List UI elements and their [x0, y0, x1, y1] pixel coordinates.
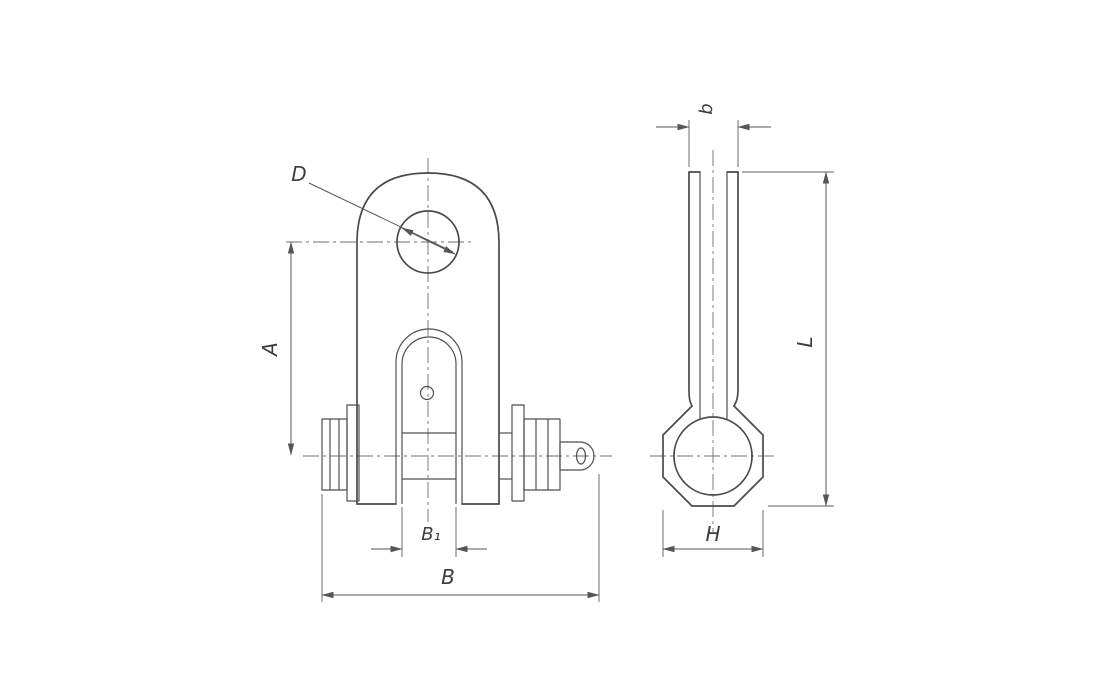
dimension-slot-width: B₁	[371, 507, 487, 557]
dimension-strap-width: b	[656, 103, 771, 167]
dimension-overall-length: L	[742, 171, 834, 507]
side-view-centerlines	[650, 150, 776, 532]
front-view-centerlines	[286, 158, 612, 522]
label-eye-width: H	[705, 522, 720, 546]
pin-hole	[396, 210, 460, 274]
label-overall-length: L	[793, 336, 817, 347]
bolt-end	[560, 441, 595, 471]
front-view: D A B₁ B	[258, 158, 612, 602]
cotter-pin-hole	[575, 447, 587, 465]
clevis-body	[356, 172, 500, 505]
bolt-assembly	[321, 404, 595, 502]
label-hole-diameter: D	[291, 162, 306, 186]
link-straps	[688, 171, 739, 420]
side-view: b L H	[650, 103, 834, 557]
eye-outer-octagon	[662, 405, 764, 507]
leader-arrow	[401, 227, 429, 242]
right-nut	[523, 418, 561, 491]
strap-outer-left	[688, 171, 693, 407]
clevis-slot-inner	[401, 336, 457, 504]
dimension-center-height: A	[258, 241, 295, 456]
dimension-hole-diameter: D	[291, 162, 456, 255]
right-washer	[511, 404, 525, 502]
left-washer	[346, 404, 360, 502]
label-slot-width: B₁	[421, 524, 441, 545]
clevis-body-outline	[356, 172, 500, 505]
clevis-slot-outer	[395, 328, 463, 504]
eye-inner-hole	[673, 416, 753, 496]
strap-outer-right	[733, 171, 739, 407]
small-hole	[419, 385, 435, 401]
left-nut	[321, 418, 348, 491]
label-overall-width: B	[441, 565, 455, 589]
leader-arrow	[427, 240, 456, 255]
dimension-overall-width: B	[321, 474, 600, 602]
dimension-eye-width: H	[662, 510, 764, 557]
label-center-height: A	[258, 342, 282, 358]
label-strap-width: b	[696, 103, 717, 114]
leader-line	[308, 182, 454, 253]
link-eye	[662, 405, 764, 507]
